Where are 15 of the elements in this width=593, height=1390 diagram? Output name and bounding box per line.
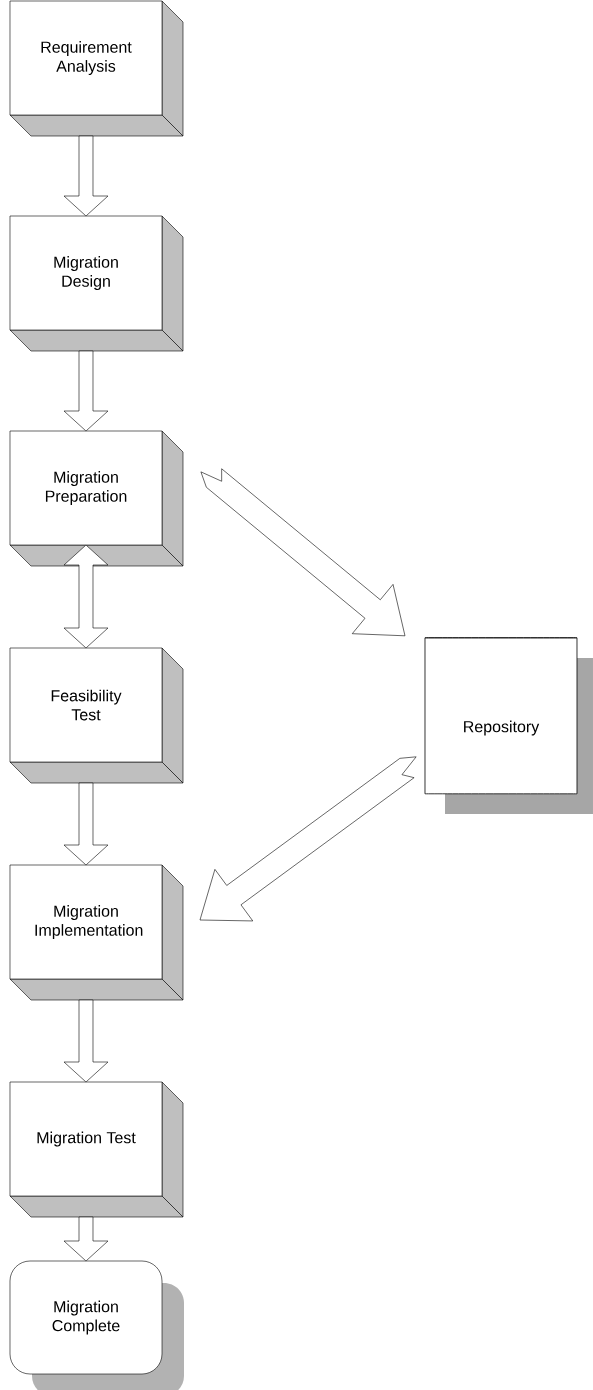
process-box: Requirement Analysis <box>9 0 184 137</box>
process-box: Feasibility Test <box>9 647 184 784</box>
process-box: Migration Test <box>9 1081 184 1218</box>
block-arrow <box>199 756 417 922</box>
block-arrow <box>63 999 109 1083</box>
block-arrow <box>63 135 109 217</box>
process-box: Migration Preparation <box>9 430 184 567</box>
block-arrow <box>200 468 406 637</box>
block-arrow <box>63 350 109 432</box>
block-arrow <box>63 544 109 649</box>
block-arrow <box>63 1216 109 1262</box>
terminal-box: Migration Complete <box>9 1260 184 1390</box>
process-box: Migration Implementation <box>9 864 184 1001</box>
block-arrow <box>63 782 109 866</box>
process-box: Migration Design <box>9 215 184 352</box>
